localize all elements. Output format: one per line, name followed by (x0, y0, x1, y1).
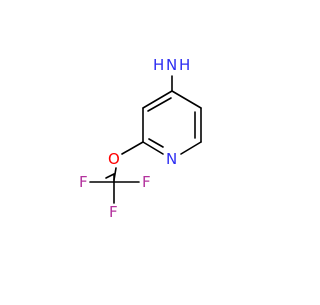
amine-hydrogen-label-2: H (179, 56, 190, 74)
fluorine-bottom-label: F (109, 203, 118, 221)
bond-c4-c3-inner (147, 97, 172, 112)
amine-hydrogen-label: H (153, 56, 164, 74)
bond-oxygen-cf3 (105, 173, 115, 179)
ether-oxygen-label: O (108, 150, 120, 168)
bond-n1-c6 (180, 141, 202, 155)
structure-svg: N H H N O F F F (79, 56, 202, 221)
molecule-diagram: N H H N O F F F (79, 56, 202, 221)
bond-c2-oxygen (121, 141, 144, 155)
amine-nitrogen-label: N (166, 56, 177, 74)
bond-c4-c3 (142, 90, 173, 109)
bond-c2-n1-inner (148, 138, 164, 148)
bond-c2-n1 (142, 141, 164, 155)
ring-nitrogen-label: N (166, 150, 177, 168)
fluorine-left-label: F (79, 173, 88, 191)
bond-oxygen-cf3-c (113, 167, 117, 181)
bond-c5-c4 (171, 90, 202, 109)
fluorine-right-label: F (142, 173, 151, 191)
